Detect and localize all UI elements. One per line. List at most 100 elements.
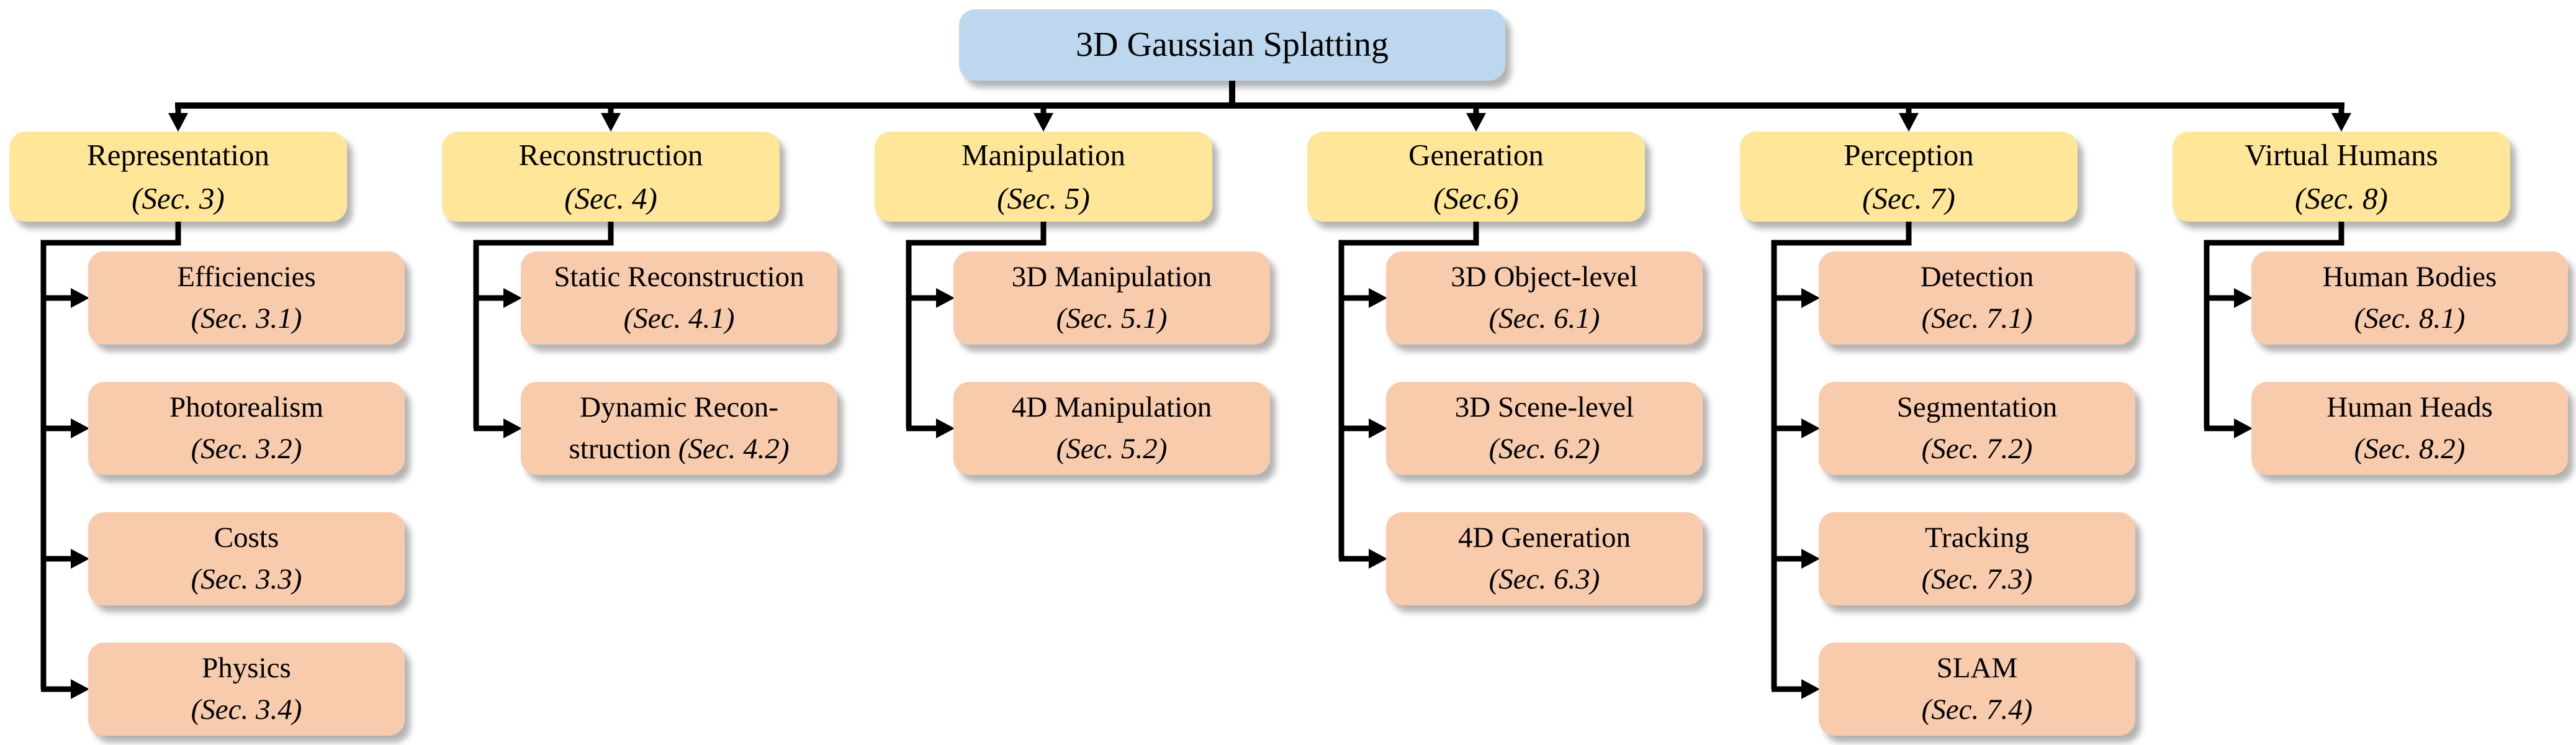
arrow-down-icon bbox=[2331, 113, 2351, 132]
leaf-label: 4D Manipulation bbox=[1011, 391, 1212, 424]
arrow-right-icon bbox=[503, 418, 522, 438]
leaf-detection: Detection (Sec. 7.1) bbox=[1819, 251, 2135, 345]
leaf-section-ref: (Sec. 3.4) bbox=[191, 693, 302, 726]
leaf-section-ref: (Sec. 7.2) bbox=[1921, 433, 2033, 465]
leaf-label: Costs bbox=[214, 522, 279, 554]
category-title: Representation bbox=[87, 137, 269, 172]
leaf-label: Photorealism bbox=[169, 391, 324, 424]
leaf-label: Efficiencies bbox=[177, 261, 316, 294]
leaf-label: Detection bbox=[1920, 261, 2034, 294]
category-title: Manipulation bbox=[961, 137, 1126, 172]
leaf-section-ref: (Sec. 3.1) bbox=[191, 302, 302, 335]
leaf-section-ref: (Sec. 4.2) bbox=[678, 433, 790, 465]
leaf-label: Human Bodies bbox=[2322, 261, 2497, 294]
leaf-slam: SLAM (Sec. 7.4) bbox=[1819, 643, 2135, 736]
connector-column-manipulation bbox=[906, 106, 1053, 438]
leaf-section-ref: (Sec. 6.3) bbox=[1488, 563, 1600, 595]
category-representation: Representation (Sec. 3) bbox=[9, 132, 347, 222]
leaf-section-ref: (Sec. 8.2) bbox=[2354, 433, 2466, 465]
arrow-right-icon bbox=[1801, 288, 1820, 308]
category-section-ref: (Sec. 7) bbox=[1862, 181, 1955, 215]
connector-column-perception bbox=[1771, 106, 1919, 699]
arrow-right-icon bbox=[1369, 288, 1387, 308]
arrow-right-icon bbox=[1369, 549, 1387, 569]
leaf-label: Static Reconstruction bbox=[554, 261, 804, 294]
root-label: 3D Gaussian Splatting bbox=[1076, 25, 1389, 64]
leaf-label: 3D Scene-level bbox=[1454, 391, 1634, 424]
leaf-label: 3D Object-level bbox=[1451, 261, 1638, 294]
leaf-human-bodies: Human Bodies (Sec. 8.1) bbox=[2251, 251, 2568, 345]
category-section-ref: (Sec. 4) bbox=[564, 181, 657, 215]
leaf-section-ref: (Sec. 6.1) bbox=[1488, 302, 1600, 335]
arrow-right-icon bbox=[936, 288, 955, 308]
leaf-section-ref: (Sec. 4.1) bbox=[623, 302, 735, 335]
leaf-label: Human Heads bbox=[2326, 391, 2493, 424]
leaf-label: SLAM bbox=[1936, 652, 2018, 685]
connector-column-reconstruction bbox=[473, 106, 621, 438]
arrow-right-icon bbox=[2234, 418, 2253, 438]
leaf-section-ref: (Sec. 7.1) bbox=[1921, 302, 2033, 335]
arrow-right-icon bbox=[71, 549, 89, 569]
leaf-label: Dynamic Recon- bbox=[580, 391, 778, 424]
arrow-down-icon bbox=[1034, 113, 1053, 132]
category-generation: Generation (Sec.6) bbox=[1307, 132, 1645, 222]
arrow-right-icon bbox=[1801, 418, 1820, 438]
category-title: Perception bbox=[1844, 137, 1974, 172]
leaf-section-ref: (Sec. 5.2) bbox=[1056, 433, 1168, 465]
category-section-ref: (Sec. 5) bbox=[997, 181, 1090, 215]
leaf-section-ref: (Sec. 5.1) bbox=[1056, 302, 1168, 335]
leaf-section-ref: (Sec. 7.4) bbox=[1921, 693, 2033, 726]
arrow-down-icon bbox=[601, 113, 621, 132]
leaf-photorealism: Photorealism (Sec. 3.2) bbox=[88, 382, 405, 475]
arrow-right-icon bbox=[1369, 418, 1387, 438]
leaf-3d-manipulation: 3D Manipulation (Sec. 5.1) bbox=[953, 251, 1270, 345]
leaf-physics: Physics (Sec. 3.4) bbox=[88, 643, 405, 736]
category-reconstruction: Reconstruction (Sec. 4) bbox=[442, 132, 780, 222]
leaf-section-ref: (Sec. 7.3) bbox=[1921, 563, 2033, 595]
leaf-label: Tracking bbox=[1925, 522, 2029, 554]
arrow-right-icon bbox=[503, 288, 522, 308]
arrow-right-icon bbox=[71, 418, 89, 438]
category-title: Generation bbox=[1408, 137, 1544, 172]
leaf-segmentation: Segmentation (Sec. 7.2) bbox=[1819, 382, 2135, 475]
leaf-4d-manipulation: 4D Manipulation (Sec. 5.2) bbox=[953, 382, 1270, 475]
leaf-label: Physics bbox=[202, 652, 291, 685]
category-title: Virtual Humans bbox=[2245, 137, 2438, 172]
category-section-ref: (Sec.6) bbox=[1433, 181, 1519, 215]
arrow-down-icon bbox=[168, 113, 188, 132]
leaf-efficiencies: Efficiencies (Sec. 3.1) bbox=[88, 251, 405, 345]
category-virtual-humans: Virtual Humans (Sec. 8) bbox=[2173, 132, 2510, 222]
category-section-ref: (Sec. 3) bbox=[132, 181, 225, 215]
leaf-costs: Costs (Sec. 3.3) bbox=[88, 512, 405, 605]
root-node: 3D Gaussian Splatting bbox=[959, 9, 1505, 81]
category-perception: Perception (Sec. 7) bbox=[1740, 132, 2078, 222]
leaf-section-ref: (Sec. 3.2) bbox=[191, 433, 302, 465]
category-section-ref: (Sec. 8) bbox=[2295, 181, 2388, 215]
leaf-3d-object-level: 3D Object-level (Sec. 6.1) bbox=[1386, 251, 1703, 345]
leaf-label: 3D Manipulation bbox=[1011, 261, 1212, 294]
arrow-right-icon bbox=[71, 679, 89, 699]
arrow-right-icon bbox=[936, 418, 955, 438]
leaf-section-ref: (Sec. 8.1) bbox=[2354, 302, 2466, 335]
leaf-4d-generation: 4D Generation (Sec. 6.3) bbox=[1386, 512, 1703, 605]
leaf-label: Segmentation bbox=[1896, 391, 2058, 424]
category-manipulation: Manipulation (Sec. 5) bbox=[875, 132, 1212, 222]
leaf-human-heads: Human Heads (Sec. 8.2) bbox=[2251, 382, 2568, 475]
leaf-section-ref: (Sec. 6.2) bbox=[1488, 433, 1600, 465]
leaf-label-line2: struction (Sec. 4.2) bbox=[569, 433, 790, 465]
arrow-right-icon bbox=[1801, 549, 1820, 569]
arrow-right-icon bbox=[2234, 288, 2253, 308]
arrow-right-icon bbox=[1801, 679, 1820, 699]
leaf-static-reconstruction: Static Reconstruction (Sec. 4.1) bbox=[521, 251, 837, 345]
connector-column-representation bbox=[40, 106, 188, 699]
arrow-down-icon bbox=[1899, 113, 1919, 132]
arrow-down-icon bbox=[1466, 113, 1486, 132]
category-title: Reconstruction bbox=[518, 137, 703, 172]
root-connector bbox=[175, 78, 2344, 109]
leaf-dynamic-reconstruction: Dynamic Recon- struction (Sec. 4.2) bbox=[521, 382, 837, 475]
connector-column-virtual-humans bbox=[2204, 106, 2351, 438]
connector-column-generation bbox=[1338, 106, 1486, 569]
leaf-tracking: Tracking (Sec. 7.3) bbox=[1819, 512, 2135, 605]
